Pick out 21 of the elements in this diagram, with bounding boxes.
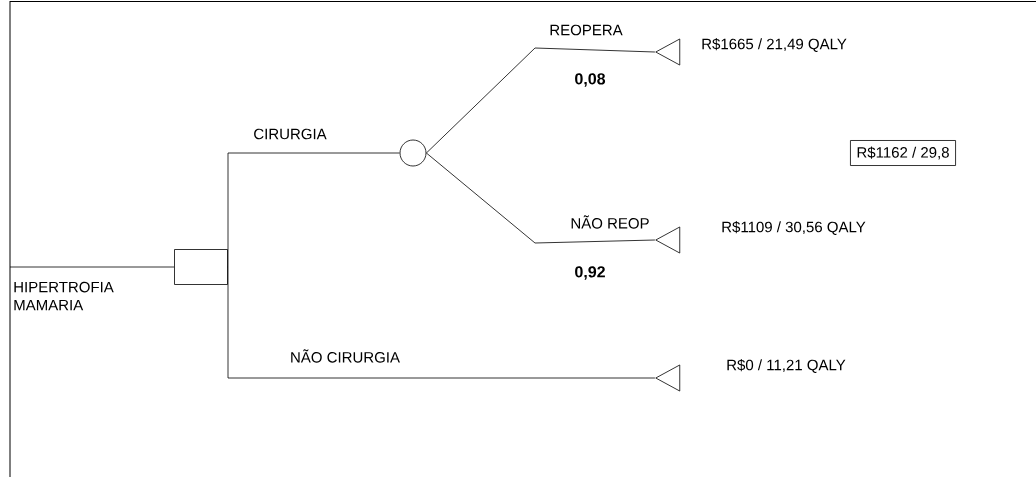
chance-node (399, 139, 427, 167)
branch-line (426, 47, 656, 154)
decision-node (174, 249, 228, 285)
root-label: HIPERTROFIA MAMARIA (14, 281, 114, 311)
probability-label: 0,08 (575, 73, 606, 87)
branch-label: REOPERA (548, 23, 624, 37)
branch-line (9, 266, 175, 268)
outcome-label: R$1665 / 21,49 QALY (702, 38, 847, 52)
outcome-label: R$0 / 11,21 QALY (727, 359, 846, 373)
branch-line (426, 152, 656, 244)
branch-label: NÃO CIRURGIA (289, 348, 401, 364)
branch-label: NÃO REOP (569, 214, 651, 230)
terminal-node (655, 226, 681, 254)
result-box: R$1162 / 29,8 (850, 140, 956, 166)
probability-label: 0,92 (575, 266, 605, 280)
branch-line (227, 266, 656, 379)
terminal-node (655, 38, 681, 66)
outcome-label: R$1109 / 30,56 QALY (722, 221, 866, 235)
terminal-node (655, 364, 681, 392)
branch-line (227, 152, 400, 268)
branch-label: CIRURGIA (252, 127, 328, 141)
